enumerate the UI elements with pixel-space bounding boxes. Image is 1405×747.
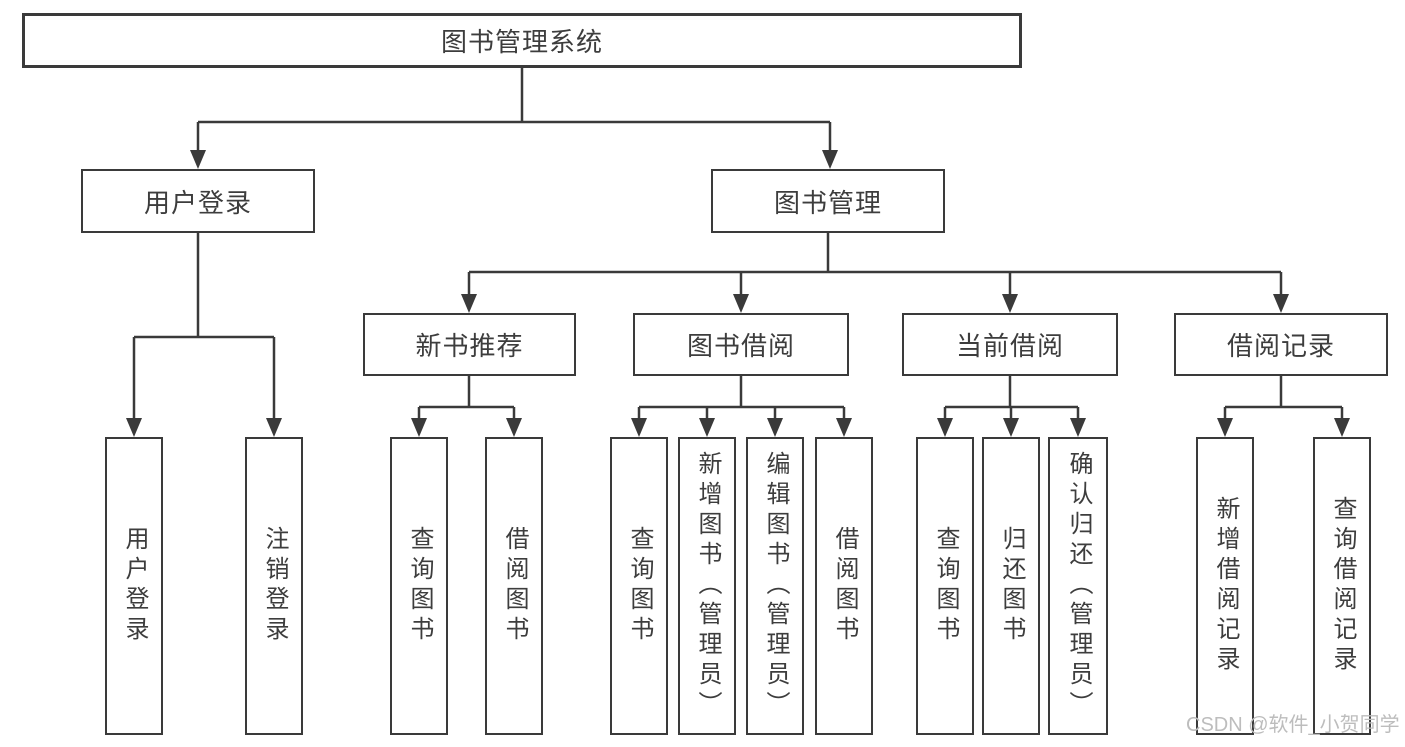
- arrowhead-icon: [411, 418, 427, 437]
- arrowhead-icon: [461, 294, 477, 313]
- arrowhead-icon: [822, 150, 838, 169]
- leaf-add-books-admin-label: 新增图书（管理员）: [694, 451, 721, 721]
- leaf-edit-books-admin: 编辑图书（管理员）: [746, 437, 804, 735]
- leaf-query-books-current-label: 查询图书: [932, 526, 959, 646]
- connector-root-stem: [196, 68, 832, 153]
- leaf-logout: 注销登录: [245, 437, 303, 735]
- arrowhead-icon: [937, 418, 953, 437]
- connector-book-borrow-branch: [637, 376, 846, 421]
- connector-lines: [132, 68, 1344, 421]
- connector-arrowheads: [126, 150, 1350, 437]
- arrowhead-icon: [1070, 418, 1086, 437]
- leaf-borrow-books-label: 借阅图书: [831, 526, 858, 646]
- node-current-borrow: 当前借阅: [902, 313, 1118, 376]
- arrowhead-icon: [699, 418, 715, 437]
- leaf-add-borrow-record-label: 新增借阅记录: [1212, 496, 1239, 676]
- leaf-confirm-return-admin: 确认归还（管理员）: [1048, 437, 1108, 735]
- node-root-label: 图书管理系统: [440, 27, 603, 57]
- leaf-borrow-books-recommend-label: 借阅图书: [501, 526, 528, 646]
- node-borrow-records: 借阅记录: [1174, 313, 1388, 376]
- leaf-confirm-return-admin-label: 确认归还（管理员）: [1065, 451, 1092, 721]
- connector-borrow-records-branch: [1223, 376, 1344, 421]
- watermark: CSDN @软件_小贺同学: [1186, 714, 1400, 736]
- arrowhead-icon: [733, 294, 749, 313]
- connector-user-login-branch: [132, 233, 276, 421]
- leaf-add-borrow-record: 新增借阅记录: [1196, 437, 1254, 735]
- arrowhead-icon: [1334, 418, 1350, 437]
- node-new-book-recommend-label: 新书推荐: [415, 331, 524, 361]
- arrowhead-icon: [1273, 294, 1289, 313]
- arrowhead-icon: [836, 418, 852, 437]
- arrowhead-icon: [1003, 418, 1019, 437]
- node-new-book-recommend: 新书推荐: [363, 313, 576, 376]
- leaf-user-login-label: 用户登录: [121, 526, 148, 646]
- arrowhead-icon: [126, 418, 142, 437]
- node-user-login-label: 用户登录: [143, 187, 252, 218]
- leaf-query-borrow-record-label: 查询借阅记录: [1329, 496, 1356, 676]
- leaf-user-login: 用户登录: [105, 437, 163, 735]
- leaf-query-books-recommend: 查询图书: [390, 437, 448, 735]
- leaf-return-books: 归还图书: [982, 437, 1040, 735]
- arrowhead-icon: [767, 418, 783, 437]
- leaf-query-books-current: 查询图书: [916, 437, 974, 735]
- arrowhead-icon: [631, 418, 647, 437]
- node-user-login: 用户登录: [81, 169, 315, 233]
- node-book-management: 图书管理: [711, 169, 945, 233]
- leaf-borrow-books-recommend: 借阅图书: [485, 437, 543, 735]
- node-book-borrow: 图书借阅: [633, 313, 849, 376]
- arrowhead-icon: [506, 418, 522, 437]
- leaf-return-books-label: 归还图书: [998, 526, 1025, 646]
- leaf-logout-label: 注销登录: [261, 526, 288, 646]
- leaf-query-books-borrow-label: 查询图书: [626, 526, 653, 646]
- leaf-query-books-recommend-label: 查询图书: [406, 526, 433, 646]
- connector-book-mgmt-branch: [467, 233, 1283, 297]
- leaf-edit-books-admin-label: 编辑图书（管理员）: [762, 451, 789, 721]
- connector-new-book-branch: [417, 376, 516, 421]
- arrowhead-icon: [266, 418, 282, 437]
- leaf-add-books-admin: 新增图书（管理员）: [678, 437, 736, 735]
- connector-current-borrow-branch: [943, 376, 1080, 421]
- node-borrow-records-label: 借阅记录: [1226, 331, 1335, 361]
- arrowhead-icon: [1002, 294, 1018, 313]
- node-book-borrow-label: 图书借阅: [686, 331, 795, 361]
- leaf-query-books-borrow: 查询图书: [610, 437, 668, 735]
- leaf-query-borrow-record: 查询借阅记录: [1313, 437, 1371, 735]
- node-current-borrow-label: 当前借阅: [955, 331, 1064, 361]
- arrowhead-icon: [190, 150, 206, 169]
- node-root: 图书管理系统: [22, 13, 1022, 68]
- leaf-borrow-books: 借阅图书: [815, 437, 873, 735]
- node-book-management-label: 图书管理: [773, 187, 882, 218]
- arrowhead-icon: [1217, 418, 1233, 437]
